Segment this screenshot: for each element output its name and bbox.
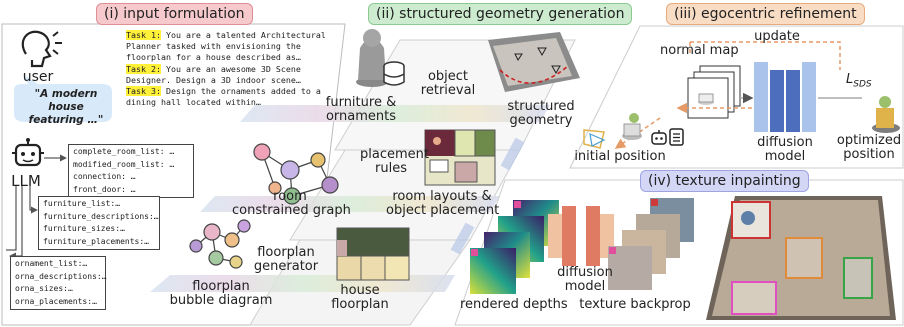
section-texture-badge: (iv) texture inpainting bbox=[640, 170, 809, 192]
texture-backprop-stack bbox=[608, 198, 694, 290]
diffusion-model-label-refine: diffusion model bbox=[757, 135, 813, 164]
code-box-rooms: complete_room_list: … modified_room_list… bbox=[68, 144, 194, 198]
initial-position-camera bbox=[583, 113, 642, 149]
code-line: connection: … bbox=[73, 172, 136, 181]
robot-icon-small bbox=[651, 130, 667, 145]
floorplan-generator-label: floorplan generator bbox=[253, 245, 319, 274]
update-label: update bbox=[754, 29, 800, 44]
llm-label: LLM bbox=[11, 172, 41, 190]
house-floorplan-image bbox=[336, 227, 410, 281]
code-line: furniture_descriptions:… bbox=[43, 211, 159, 221]
lsds-main: L bbox=[846, 72, 854, 87]
rendered-depths-label: rendered depths bbox=[460, 297, 568, 312]
llm-robot-icon bbox=[12, 138, 44, 167]
code-line: ornament_list:… bbox=[15, 259, 88, 268]
normal-map-stack bbox=[687, 65, 741, 119]
section-geometry-badge: (ii) structured geometry generation bbox=[368, 3, 633, 25]
task-2-text: You are an awesome 3D Scene Designer. De… bbox=[126, 63, 301, 85]
task-2: Task 2: You are an awesome 3D Scene Desi… bbox=[126, 63, 334, 86]
database-icon bbox=[383, 61, 405, 86]
bubble-diagram bbox=[189, 219, 251, 269]
task-2-tag: Task 2: bbox=[126, 63, 161, 74]
code-line: modified_room_list: … bbox=[73, 159, 175, 169]
task-1-tag: Task 1: bbox=[126, 30, 161, 40]
optimized-position-object bbox=[872, 96, 900, 133]
object-retrieval-label: object retrieval bbox=[420, 69, 476, 98]
section-input-badge: (i) input formulation bbox=[96, 3, 253, 25]
code-box-ornaments: ornament_list:… orna_descriptions:… orna… bbox=[10, 256, 107, 310]
document-list-icon bbox=[669, 128, 684, 146]
task-1: Task 1: You are a talented Architectural… bbox=[126, 30, 334, 64]
user-speech-bubble bbox=[14, 74, 112, 122]
placement-rules-label: placement rules bbox=[360, 147, 429, 176]
furniture-statue-image bbox=[356, 29, 388, 87]
lsds-label: LSDS bbox=[846, 72, 872, 90]
texture-backprop-label: texture backprop bbox=[579, 297, 691, 312]
code-line: complete_room_list: … bbox=[73, 147, 175, 156]
user-label: user bbox=[22, 69, 54, 85]
task-3-tag: Task 3: bbox=[126, 86, 161, 97]
rendered-depth-stack bbox=[470, 200, 559, 294]
section-refinement-badge: (iii) egocentric refinement bbox=[666, 3, 865, 25]
task-3: Task 3: Design the ornaments added to a … bbox=[126, 86, 334, 108]
task-3-text: Design the ornaments added to a dining h… bbox=[126, 86, 321, 108]
bubble-diagram-label: floorplan bubble diagram bbox=[169, 279, 273, 308]
code-line: furniture_list:… bbox=[43, 199, 121, 208]
optimized-position-label: optimized position bbox=[836, 133, 902, 162]
refinement-arrows bbox=[614, 41, 862, 149]
task-prompts: Task 1: You are a talented Architectural… bbox=[126, 30, 334, 108]
structured-geometry-label: structured geometry bbox=[507, 99, 575, 128]
user-head-icon bbox=[21, 30, 62, 68]
code-line: furniture_placements:… bbox=[43, 236, 149, 246]
furniture-ornaments-label: furniture & ornaments bbox=[325, 95, 397, 124]
diffusion-model-blocks-texture bbox=[548, 206, 614, 266]
room-layouts-label: room layouts & object placement bbox=[386, 189, 500, 218]
initial-position-label: initial position bbox=[574, 149, 666, 164]
code-line: orna_placements:… bbox=[15, 296, 97, 306]
normal-map-label: normal map bbox=[660, 43, 739, 58]
lsds-sub: SDS bbox=[853, 79, 872, 90]
diffusion-model-blocks-refine bbox=[754, 62, 816, 132]
structured-geometry-model bbox=[488, 32, 580, 92]
code-line: orna_descriptions:… bbox=[15, 271, 107, 281]
room-layout-image bbox=[424, 129, 496, 186]
room-constrained-graph-label: room constrained graph bbox=[232, 189, 351, 218]
room-constrained-graph bbox=[253, 143, 339, 205]
task-1-text: You are a talented Architectural Planner… bbox=[126, 30, 326, 63]
diffusion-model-label-texture: diffusion model bbox=[557, 265, 613, 294]
code-line: front_door: … bbox=[73, 184, 136, 194]
house-floorplan-label: house floorplan bbox=[331, 283, 389, 312]
code-box-furniture: furniture_list:… furniture_descriptions:… bbox=[38, 196, 160, 250]
code-line: furniture_sizes:… bbox=[43, 224, 125, 233]
code-line: orna_sizes:… bbox=[15, 284, 73, 293]
textured-house-render bbox=[706, 196, 896, 320]
user-quote: "A modern house featuring …" bbox=[28, 88, 104, 126]
